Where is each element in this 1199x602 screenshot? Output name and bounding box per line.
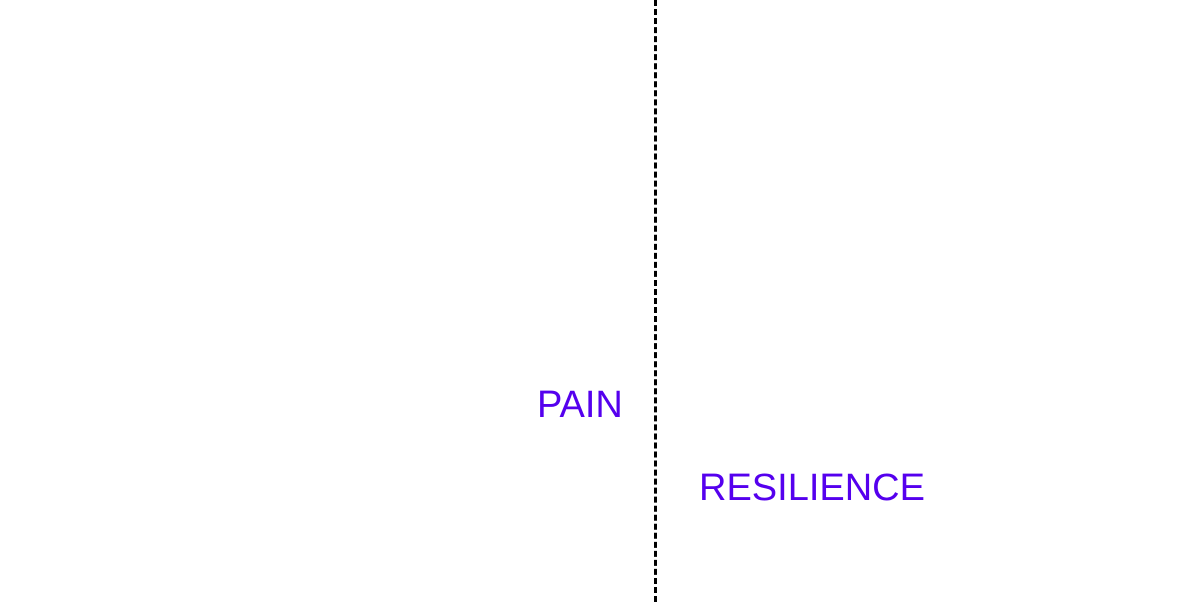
label-pain: PAIN xyxy=(537,384,623,426)
label-resilience: RESILIENCE xyxy=(699,467,925,509)
vertical-dashed-divider xyxy=(654,0,657,602)
